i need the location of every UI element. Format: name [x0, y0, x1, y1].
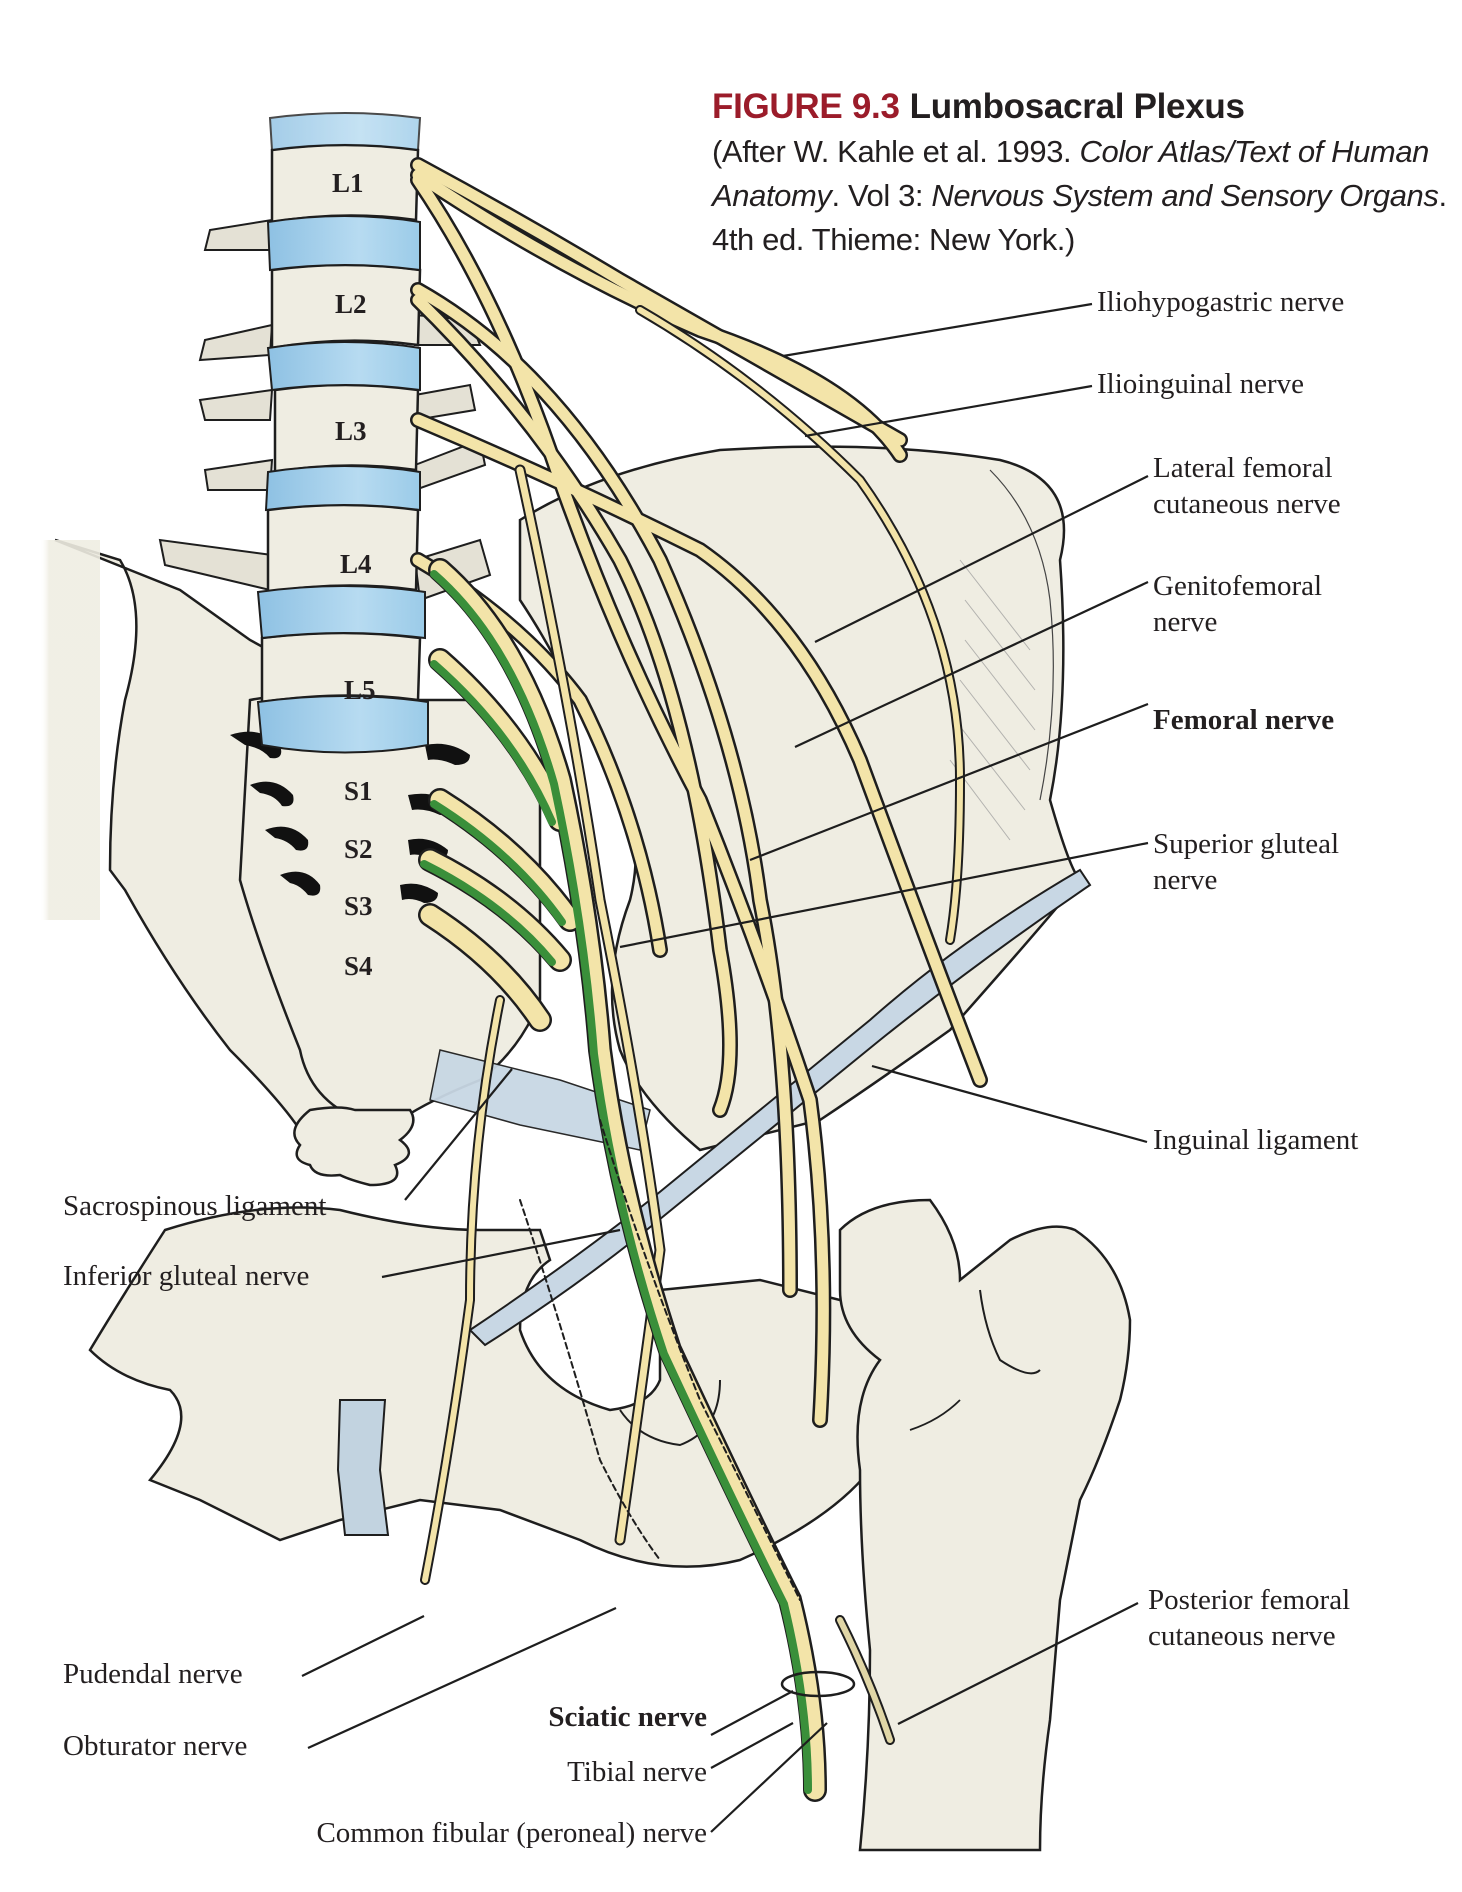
label-sciatic-nerve: Sciatic nerve — [548, 1701, 707, 1733]
label-common-fibular-nerve: Common fibular (peroneal) nerve — [316, 1817, 707, 1849]
label-iliohypogastric-nerve: Iliohypogastric nerve — [1097, 286, 1345, 318]
figure-credit: (After W. Kahle et al. 1993. Color Atlas… — [712, 130, 1452, 262]
leader-lines — [301, 302, 1149, 1833]
figure-number: FIGURE 9.3 — [712, 87, 900, 126]
vertebra-label-s1: S1 — [344, 776, 373, 806]
lumbar-spine: L1 L2 L3 L4 L5 S1 S2 S3 S4 — [158, 112, 492, 981]
sacrum — [230, 693, 542, 1187]
vertebra-label-l2: L2 — [335, 289, 367, 319]
label-line-2: cutaneous nerve — [1153, 488, 1341, 520]
credit-prefix: (After W. Kahle et al. 1993. — [712, 134, 1080, 169]
label-obturator-nerve: Obturator nerve — [63, 1730, 248, 1762]
label-line-2: cutaneous nerve — [1148, 1620, 1336, 1652]
label-ilioinguinal-nerve: Ilioinguinal nerve — [1097, 368, 1304, 400]
label-line-1: Posterior femoral — [1148, 1584, 1351, 1616]
vertebra-label-s4: S4 — [344, 951, 373, 981]
label-posterior-femoral-cutaneous-nerve: Posterior femoral cutaneous nerve — [1148, 1582, 1350, 1654]
sciatic-nerve-ring — [780, 1670, 856, 1698]
label-lateral-femoral-cutaneous-nerve: Lateral femoral cutaneous nerve — [1153, 450, 1341, 522]
vertebra-label-l4: L4 — [340, 549, 372, 579]
femur — [838, 1198, 1132, 1852]
label-superior-gluteal-nerve: Superior gluteal nerve — [1153, 826, 1339, 898]
label-tibial-nerve: Tibial nerve — [567, 1756, 707, 1788]
credit-volume: . Vol 3: — [831, 178, 932, 213]
label-inguinal-ligament: Inguinal ligament — [1153, 1124, 1359, 1156]
label-line-2: nerve — [1153, 606, 1218, 638]
label-inferior-gluteal-nerve: Inferior gluteal nerve — [63, 1260, 310, 1292]
vertebra-label-s2: S2 — [344, 834, 373, 864]
pubic-symphysis — [336, 1399, 390, 1536]
credit-volume-title: Nervous System and Sensory Organs — [931, 178, 1439, 213]
label-pudendal-nerve: Pudendal nerve — [63, 1658, 243, 1690]
vertebra-label-s3: S3 — [344, 891, 373, 921]
label-line-1: Lateral femoral — [1153, 452, 1333, 484]
nerves-sacral — [418, 558, 895, 1802]
credit-suffix: . 4th ed. Thieme: New York.) — [712, 178, 1447, 257]
pubis-ischium — [88, 1206, 902, 1568]
label-femoral-nerve: Femoral nerve — [1153, 704, 1335, 736]
label-line-1: Superior gluteal — [1153, 828, 1340, 860]
vertebra-label-l5: L5 — [344, 675, 376, 705]
label-genitofemoral-nerve: Genitofemoral nerve — [1153, 568, 1322, 640]
vertebra-label-l3: L3 — [335, 416, 367, 446]
label-line-1: Genitofemoral — [1153, 570, 1323, 602]
credit-book-title: Color Atlas/Text of Human Anatomy — [712, 134, 1430, 213]
figure-title: Lumbosacral Plexus — [909, 87, 1245, 126]
vertebra-label-l1: L1 — [332, 168, 364, 198]
label-line-2: nerve — [1153, 864, 1218, 896]
label-sacrospinous-ligament: Sacrospinous ligament — [63, 1190, 327, 1222]
